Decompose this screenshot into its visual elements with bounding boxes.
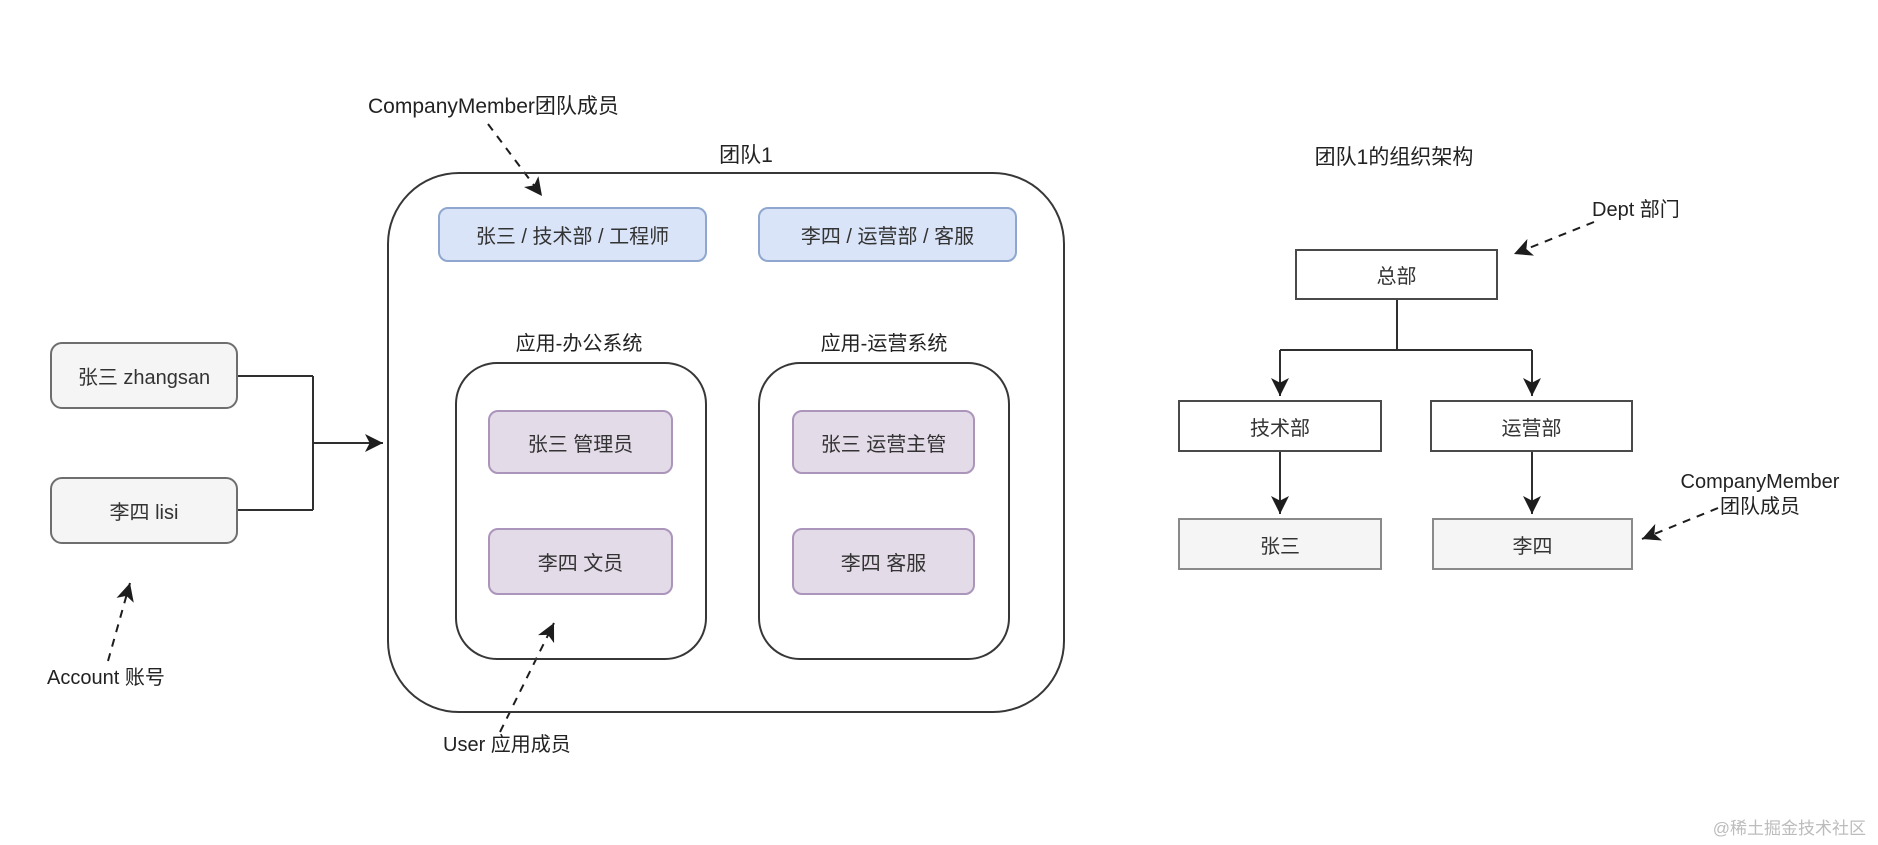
account-annotation-label: Account 账号 bbox=[47, 667, 165, 689]
account-box-lisi: 李四 lisi bbox=[50, 477, 238, 544]
app-office-container bbox=[455, 362, 707, 660]
org-member-zhangsan-box: 张三 bbox=[1178, 518, 1382, 570]
app-ops-user-zhangsan: 张三 运营主管 bbox=[792, 410, 975, 474]
user-annotation-label: User 应用成员 bbox=[443, 734, 571, 756]
watermark: @稀土掘金技术社区 bbox=[1712, 819, 1866, 838]
account-annotation-arrow bbox=[107, 582, 134, 662]
app-office-title: 应用-办公系统 bbox=[515, 333, 643, 355]
app-office-user-lisi: 李四 文员 bbox=[488, 528, 673, 595]
team-member-box-zhangsan: 张三 / 技术部 / 工程师 bbox=[438, 207, 707, 262]
dept-annotation-arrow bbox=[1513, 221, 1595, 256]
org-root-box: 总部 bbox=[1295, 249, 1498, 300]
org-dept-ops-box: 运营部 bbox=[1430, 400, 1633, 452]
org-companymember-annotation-line1: CompanyMember bbox=[1680, 471, 1840, 493]
account-merge-connector bbox=[238, 375, 314, 511]
companymember-annotation-arrow bbox=[487, 123, 543, 197]
app-ops-title: 应用-运营系统 bbox=[820, 333, 948, 355]
org-chart-title: 团队1的组织架构 bbox=[1314, 146, 1474, 169]
team-title: 团队1 bbox=[719, 144, 773, 167]
team-member-box-lisi: 李四 / 运营部 / 客服 bbox=[758, 207, 1017, 262]
team-container bbox=[387, 172, 1065, 713]
companymember-annotation-label: CompanyMember团队成员 bbox=[368, 95, 619, 118]
org-companymember-annotation-line2: 团队成员 bbox=[1720, 496, 1800, 518]
org-companymember-annotation-label: CompanyMember 团队成员 bbox=[1672, 470, 1848, 520]
app-ops-user-lisi: 李四 客服 bbox=[792, 528, 975, 595]
user-annotation-arrow bbox=[499, 622, 555, 733]
org-member-lisi-box: 李四 bbox=[1432, 518, 1633, 570]
account-box-zhangsan: 张三 zhangsan bbox=[50, 342, 238, 409]
dept-annotation-label: Dept 部门 bbox=[1592, 199, 1680, 221]
app-ops-container bbox=[758, 362, 1010, 660]
org-dept-tech-box: 技术部 bbox=[1178, 400, 1382, 452]
app-office-user-zhangsan: 张三 管理员 bbox=[488, 410, 673, 474]
org-root-stem bbox=[1280, 300, 1532, 351]
